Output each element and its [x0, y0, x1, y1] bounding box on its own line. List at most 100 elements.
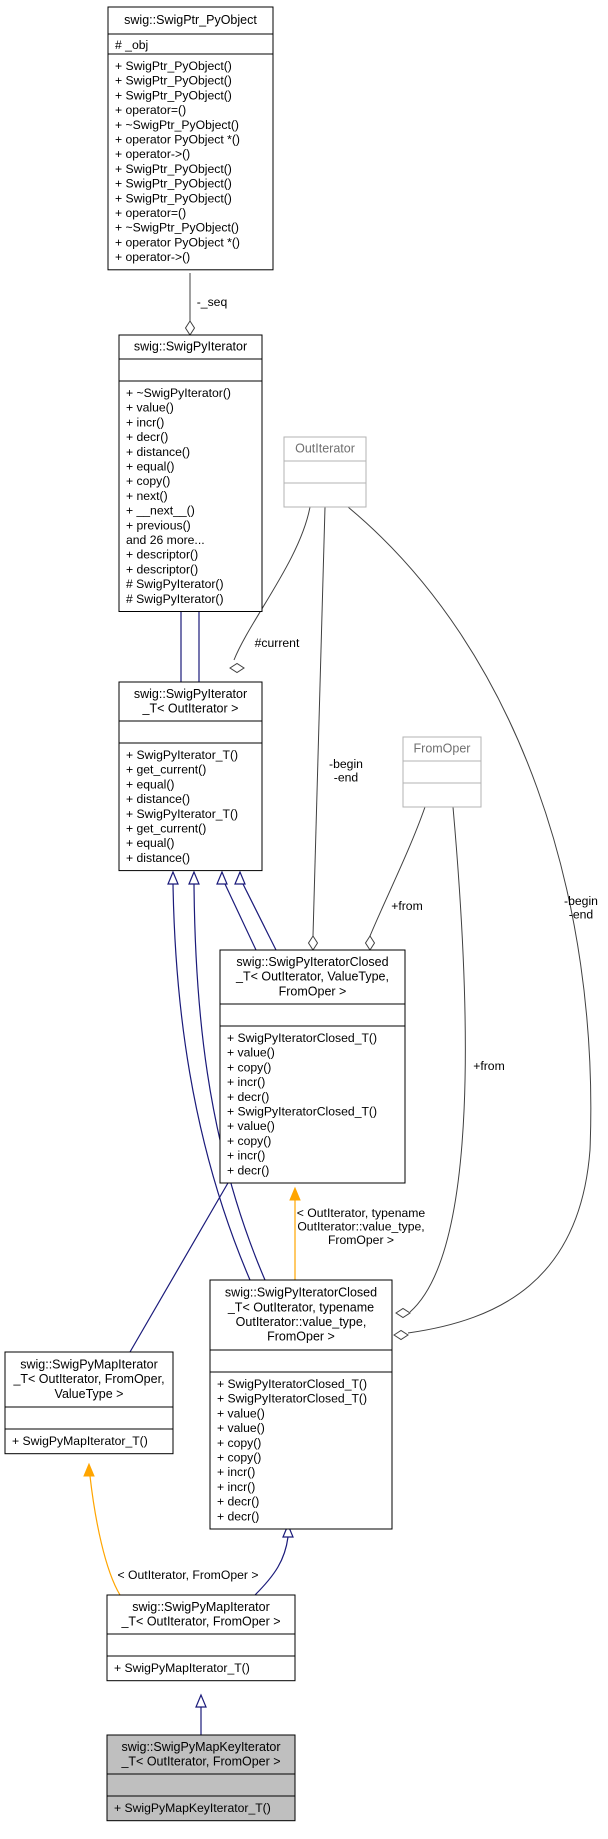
class-method: + operator->() [115, 147, 190, 161]
class-swigpyiter[interactable]: swig::SwigPyIterator+ ~SwigPyIterator()+… [118, 334, 263, 612]
diagram-classes: swig::SwigPtr_PyObject# _obj+ SwigPtr_Py… [4, 6, 482, 1822]
class-method: + equal() [126, 836, 174, 850]
class-mapkeyiter[interactable]: swig::SwigPyMapKeyIterator_T< OutIterato… [106, 1734, 296, 1822]
class-method: + get_current() [126, 822, 206, 836]
class-outiter[interactable]: OutIterator [283, 436, 367, 508]
inheritance-edge [254, 1536, 289, 1596]
usage-edge-current [233, 506, 311, 661]
class-method: + incr() [217, 1480, 255, 1494]
class-method: + incr() [126, 415, 164, 429]
class-method: + distance() [126, 851, 190, 865]
edge-label-from_1: +from [391, 899, 423, 913]
class-method: + copy() [217, 1451, 261, 1465]
aggregation-diamond [307, 935, 319, 951]
class-method: + decr() [126, 430, 168, 444]
class-fromoper[interactable]: FromOper [402, 736, 482, 808]
class-title-line: swig::SwigPyMapIterator [20, 1357, 158, 1371]
class-title-line: swig::SwigPyIteratorClosed [236, 955, 388, 969]
class-swigpyiter_t[interactable]: swig::SwigPyIterator_T< OutIterator >+ S… [118, 681, 263, 872]
class-method: + SwigPtr_PyObject() [115, 162, 232, 176]
class-box [4, 1351, 174, 1455]
class-method: + decr() [217, 1495, 259, 1509]
inheritance-edge [172, 883, 251, 1281]
template-arrowhead [83, 1462, 95, 1477]
class-mapiter_vt[interactable]: swig::SwigPyMapIterator_T< OutIterator, … [4, 1351, 174, 1455]
class-method: and 26 more... [126, 533, 205, 547]
class-method: + ~SwigPtr_PyObject() [115, 118, 239, 132]
class-method: + SwigPtr_PyObject() [115, 191, 232, 205]
edge-label-begin_end_2: -begin [564, 894, 598, 908]
class-box [283, 436, 367, 508]
class-mapiter[interactable]: swig::SwigPyMapIterator_T< OutIterator, … [106, 1594, 296, 1682]
class-method: + SwigPyMapIterator_T() [114, 1661, 250, 1675]
usage-edge-from [369, 806, 426, 937]
class-title-line: swig::SwigPtr_PyObject [124, 13, 257, 27]
class-title-line: swig::SwigPyIterator [134, 340, 247, 354]
inheritance-arrowhead [234, 870, 246, 885]
class-title-line: _T< OutIterator, typename [227, 1300, 374, 1314]
template-arrowhead [289, 1186, 301, 1201]
class-method: + SwigPyIteratorClosed_T() [217, 1392, 367, 1406]
class-method: + distance() [126, 792, 190, 806]
inheritance-edge [224, 883, 257, 951]
inheritance-edge [193, 883, 266, 1281]
class-method: + ~SwigPyIterator() [126, 386, 231, 400]
class-method: + get_current() [126, 763, 206, 777]
class-closed_vt[interactable]: swig::SwigPyIteratorClosed_T< OutIterato… [219, 949, 406, 1184]
aggregation-diamond [364, 935, 376, 951]
class-method: + copy() [217, 1436, 261, 1450]
class-method: + operator->() [115, 250, 190, 264]
class-title-line: FromOper > [267, 1330, 335, 1344]
diagram-edge-labels: -_seq#current-begin-end-begin-end+from+f… [118, 295, 598, 1582]
class-method: + operator PyObject *() [115, 235, 240, 249]
class-method: + incr() [227, 1075, 265, 1089]
class-swigptr[interactable]: swig::SwigPtr_PyObject# _obj+ SwigPtr_Py… [107, 6, 274, 271]
class-title-line: _T< OutIterator, FromOper, [12, 1372, 164, 1386]
inheritance-edge [242, 883, 277, 951]
inheritance-edge [129, 1175, 233, 1353]
inheritance-arrowhead [167, 870, 179, 885]
class-method: + copy() [227, 1134, 271, 1148]
class-method: + operator PyObject *() [115, 133, 240, 147]
class-title-line: ValueType > [55, 1387, 124, 1401]
class-box [209, 1279, 393, 1530]
class-title-line: swig::SwigPyMapIterator [132, 1600, 270, 1614]
class-method: + descriptor() [126, 562, 198, 576]
edge-label-tpl_closed: < OutIterator, typename [297, 1206, 426, 1220]
class-method: + SwigPyMapIterator_T() [12, 1434, 148, 1448]
class-title-line: swig::SwigPyIteratorClosed [225, 1286, 377, 1300]
class-method: # SwigPyIterator() [126, 577, 224, 591]
class-method: + SwigPyIterator_T() [126, 807, 238, 821]
class-method: + value() [227, 1046, 275, 1060]
class-method: + operator=() [115, 206, 186, 220]
edge-label-current: #current [255, 636, 300, 650]
class-method: + previous() [126, 518, 191, 532]
class-box [106, 1594, 296, 1682]
class-method: + SwigPtr_PyObject() [115, 177, 232, 191]
class-method: + __next__() [126, 504, 195, 518]
class-title-line: _T< OutIterator > [142, 702, 239, 716]
edge-label-begin_end_1: -begin [329, 757, 363, 771]
class-method: + SwigPyIteratorClosed_T() [227, 1105, 377, 1119]
class-box [219, 949, 406, 1184]
usage-edge-begin-end [312, 506, 326, 937]
class-method: + SwigPyIteratorClosed_T() [217, 1377, 367, 1391]
class-title-line: _T< OutIterator, FromOper > [120, 1755, 280, 1769]
class-method: + SwigPyMapKeyIterator_T() [114, 1801, 271, 1815]
class-method: + incr() [227, 1149, 265, 1163]
class-method: + operator=() [115, 103, 186, 117]
class-method: + equal() [126, 777, 174, 791]
class-method: + SwigPyIterator_T() [126, 748, 238, 762]
class-closed_tn[interactable]: swig::SwigPyIteratorClosed_T< OutIterato… [209, 1279, 393, 1530]
class-method: + SwigPtr_PyObject() [115, 74, 232, 88]
class-method: + descriptor() [126, 548, 198, 562]
class-method: + SwigPtr_PyObject() [115, 59, 232, 73]
class-box [107, 6, 274, 271]
edge-label-begin_end_1: -end [334, 771, 358, 785]
class-box [118, 681, 263, 872]
aggregation-diamond [395, 1307, 411, 1319]
class-title-line: swig::SwigPyIterator [134, 687, 247, 701]
aggregation-diamond [393, 1329, 409, 1341]
class-attribute: # _obj [115, 38, 148, 52]
edge-label-seq: -_seq [197, 295, 228, 309]
